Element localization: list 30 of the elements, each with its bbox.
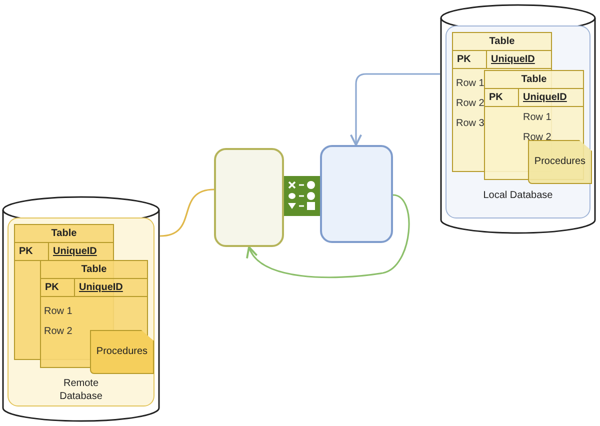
field-name: UniqueID xyxy=(523,92,567,102)
connector xyxy=(160,188,214,237)
row-label: Row 1 xyxy=(44,307,72,317)
row-label: Row 3 xyxy=(456,119,484,129)
key-label: PK xyxy=(489,92,503,102)
rounded-box xyxy=(214,148,284,247)
connector xyxy=(248,194,410,278)
row-label: Row 2 xyxy=(523,133,552,143)
row-label: Row 1 xyxy=(523,113,552,123)
row-label: Row 2 xyxy=(456,99,484,109)
field-name: UniqueID xyxy=(53,246,97,256)
document-note xyxy=(90,330,154,374)
database-label: Remote Database xyxy=(58,378,104,403)
table-title: Table xyxy=(489,36,515,46)
table-title: Table xyxy=(51,228,77,238)
document-note xyxy=(528,140,592,184)
row-label: Row 2 xyxy=(44,327,72,337)
key-label: PK xyxy=(45,282,59,292)
connector xyxy=(350,73,440,146)
note-label: Procedures xyxy=(534,157,586,167)
field-name: UniqueID xyxy=(79,282,123,292)
table-title: Table xyxy=(81,264,107,274)
key-label: PK xyxy=(19,246,33,256)
row-label: Row 1 xyxy=(456,79,484,89)
key-label: PK xyxy=(457,54,471,64)
note-label: Procedures xyxy=(96,347,148,357)
rounded-box xyxy=(320,145,393,243)
field-name: UniqueID xyxy=(491,54,535,64)
table-title: Table xyxy=(521,74,547,84)
database-label: Local Database xyxy=(482,190,554,202)
